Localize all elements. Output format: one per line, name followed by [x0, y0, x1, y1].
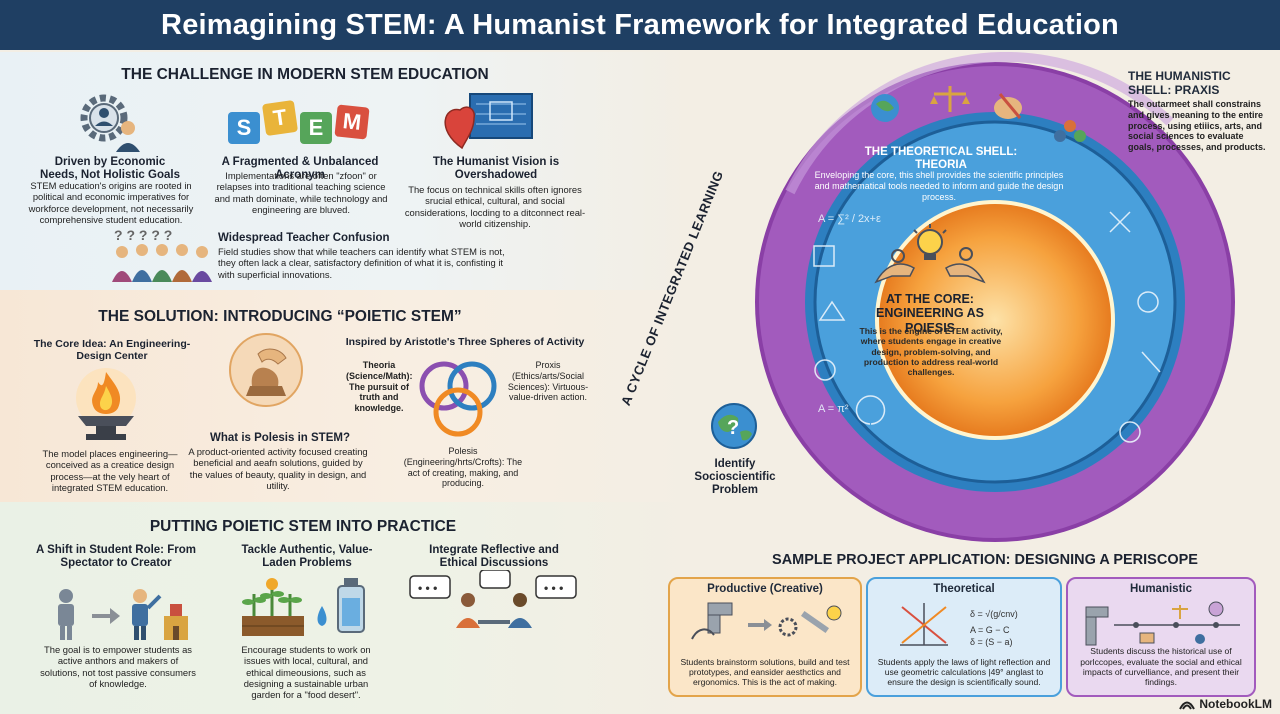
svg-text:A = G − C: A = G − C [970, 625, 1010, 635]
stem-block-m: M [334, 104, 370, 140]
light-reflection-icon: δ = √(g/cnv) A = G − C δ = (S − a) [900, 603, 1018, 647]
card-theoretical-text: Students apply the laws of light reflect… [877, 656, 1051, 687]
brand-logo: NotebookLM [1179, 697, 1272, 711]
challenge-item-4-title: Widespread Teacher Confusion [218, 232, 390, 244]
challenge-heading: THE CHALLENGE IN MODERN STEM EDUCATION [121, 66, 489, 83]
periscope-ethics-icon [1085, 601, 1240, 646]
gear-person-icon [80, 94, 140, 152]
challenge-item-1-title: Driven by Economic Needs, Not Holistic G… [40, 156, 180, 182]
project-heading: SAMPLE PROJECT APPLICATION: DESIGNING A … [772, 552, 1198, 568]
svg-text:• • •: • • • [418, 581, 437, 595]
core-idea-title: The Core Idea: An Engineering-Design Cen… [33, 338, 191, 363]
lightbulb-hands-icon [874, 224, 986, 284]
title-bar: Reimagining STEM: A Humanist Framework f… [0, 0, 1280, 50]
challenge-item-2-text: Implementations are often "zfoon" or rel… [214, 170, 388, 215]
card-productive: Productive (Creative) Students brainstor… [668, 577, 862, 697]
core-idea-text: The model places engineering—conceived a… [42, 448, 178, 493]
svg-text:• • •: • • • [544, 581, 563, 595]
brand-name: NotebookLM [1199, 697, 1272, 711]
practice-panel: PUTTING POIETIC STEM INTO PRACTICE A Shi… [0, 502, 690, 714]
card-humanistic-text: Students discuss the historical use of p… [1080, 646, 1242, 687]
practice-item-3-title: Integrate Reflective and Ethical Discuss… [429, 544, 559, 570]
challenge-item-2-title: A Fragmented & Unbalanced Acronym [221, 156, 379, 182]
practice-item-1-text: The goal is to empower students as activ… [40, 644, 196, 689]
spectator-to-creator-icon [58, 589, 188, 640]
card-theoretical: Theoretical δ = √(g/cnv) A = G − C δ = (… [866, 577, 1062, 697]
stem-block-s: S [228, 112, 260, 144]
hand-shaping-icon [229, 333, 303, 407]
garden-water-icon [242, 578, 365, 636]
card-theoretical-title: Theoretical [933, 583, 995, 595]
theoria-sphere-text: Theoria (Science/Math): The pursuit of t… [346, 360, 413, 414]
notebooklm-logo-icon [1179, 701, 1196, 710]
framework-rings: A = ∑² / 2x+ε A = π² [755, 52, 1235, 542]
card-humanistic: Humanistic Students discuss the historic… [1066, 577, 1256, 697]
challenge-panel: THE CHALLENGE IN MODERN STEM EDUCATION D… [0, 52, 690, 290]
stem-block-t: T [261, 99, 299, 137]
stem-block-e: E [300, 112, 332, 144]
heart-blueprint-icon [444, 93, 533, 150]
svg-text:A = ∑² / 2x+ε: A = ∑² / 2x+ε [818, 213, 881, 225]
identify-problem-label: Identify Socioscientific Problem [694, 458, 776, 497]
solution-panel: THE SOLUTION: INTRODUCING “POIETIC STEM”… [0, 290, 690, 502]
confused-teachers-icon: ? ? ? ? ? [112, 227, 212, 282]
theoria-shell-title: THE THEORETICAL SHELL: THEORIA [864, 146, 1018, 172]
svg-text:δ = (S − a): δ = (S − a) [970, 637, 1013, 647]
svg-text:?: ? [727, 417, 739, 439]
forge-fire-icon [76, 368, 136, 440]
core-text: This is the engine of ETEM activity, whe… [859, 326, 1003, 378]
practice-item-2-text: Encourage students to work on issues wit… [241, 644, 371, 701]
challenge-item-3-title: The Humanist Vision is Overshadowed [432, 156, 560, 182]
three-spheres-venn [419, 361, 497, 437]
proxis-sphere-text: Proxis (Ethics/arts/Social Sciences): Vi… [507, 360, 589, 403]
polesis-sphere-text: Polesis (Engineering/hrts/Crofts): The a… [403, 446, 523, 489]
card-productive-text: Students brainstorm solutions, build and… [680, 656, 850, 687]
challenge-item-1-text: STEM education's origins are rooted in p… [28, 180, 194, 225]
theoria-shell-text: Enveloping the core, this shell provides… [814, 170, 1064, 202]
solution-heading: THE SOLUTION: INTRODUCING “POIETIC STEM” [98, 308, 462, 325]
card-humanistic-title: Humanistic [1130, 583, 1192, 595]
practice-heading: PUTTING POIETIC STEM INTO PRACTICE [149, 518, 457, 535]
card-productive-title: Productive (Creative) [707, 583, 823, 595]
spheres-title: Inspired by Aristotle's Three Spheres of… [345, 336, 585, 348]
svg-text:A = π²: A = π² [818, 403, 849, 415]
stem-blocks-icon: S T E M [228, 99, 376, 144]
page-title: Reimagining STEM: A Humanist Framework f… [161, 8, 1119, 41]
svg-text:δ = √(g/cnv): δ = √(g/cnv) [970, 609, 1018, 619]
challenge-item-3-text: The focus on technical skills often igno… [404, 184, 586, 229]
poiesis-title: What is Polesis in STEM? [210, 432, 350, 444]
core-title: AT THE CORE: ENGINEERING AS POIESIS [876, 292, 984, 335]
practice-item-2-title: Tackle Authentic, Value-Laden Problems [241, 544, 373, 570]
discussion-icon: • • • • • • [409, 570, 577, 628]
praxis-title: THE HUMANISTIC SHELL: PRAXIS [1128, 69, 1231, 97]
praxis-text: The outarmeet shall constrains and gives… [1128, 99, 1266, 153]
globe-question-icon: ? [711, 403, 757, 449]
svg-text:? ? ? ? ?: ? ? ? ? ? [114, 227, 172, 243]
challenge-item-4-text: Field studies show that while teachers c… [218, 246, 505, 280]
poiesis-text: A product-oriented activity focused crea… [188, 446, 368, 491]
practice-item-1-title: A Shift in Student Role: From Spectator … [36, 544, 196, 570]
periscope-build-icon [691, 602, 842, 640]
